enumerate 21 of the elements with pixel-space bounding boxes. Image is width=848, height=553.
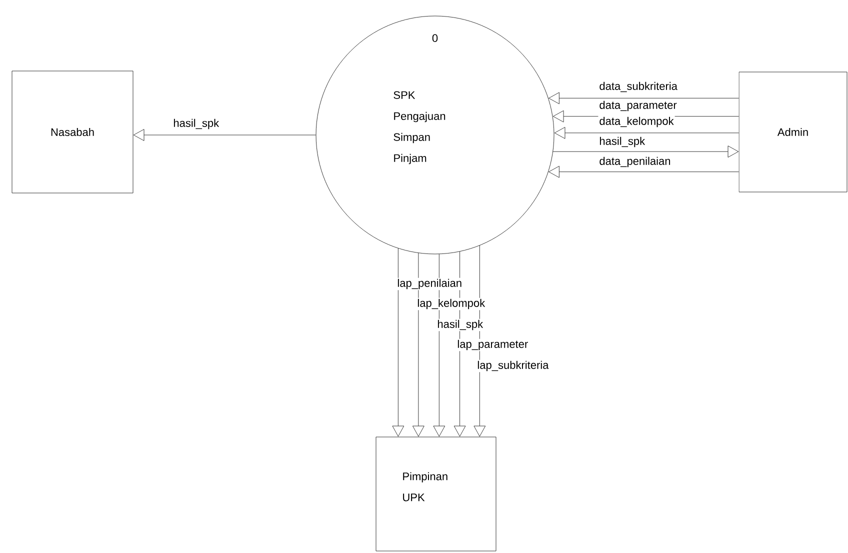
edge-label: hasil_spk	[598, 136, 646, 148]
edge-label: data_kelompok	[598, 116, 675, 128]
edge-label: hasil_spk	[436, 318, 484, 332]
edge-label: lap_penilaian	[396, 278, 464, 290]
edge-label: data_parameter	[598, 100, 678, 112]
arrow	[392, 248, 404, 437]
edge-label: lap_parameter	[456, 338, 530, 352]
edge-label: hasil_spk	[172, 118, 220, 130]
arrow	[552, 146, 739, 158]
arrow	[133, 129, 316, 141]
arrow	[548, 92, 739, 104]
edge-label: lap_subkriteria	[476, 360, 550, 372]
entity-box: Nasabah	[12, 70, 134, 194]
arrow	[548, 166, 739, 178]
edge-label: data_subkriteria	[598, 80, 678, 94]
entity-box: Pimpinan UPK	[376, 436, 496, 552]
arrow	[554, 127, 739, 139]
edge-label: lap_kelompok	[416, 298, 486, 310]
arrow	[412, 252, 424, 437]
entity-box: Admin	[738, 72, 848, 192]
edge-label: data_penilaian	[598, 156, 672, 168]
